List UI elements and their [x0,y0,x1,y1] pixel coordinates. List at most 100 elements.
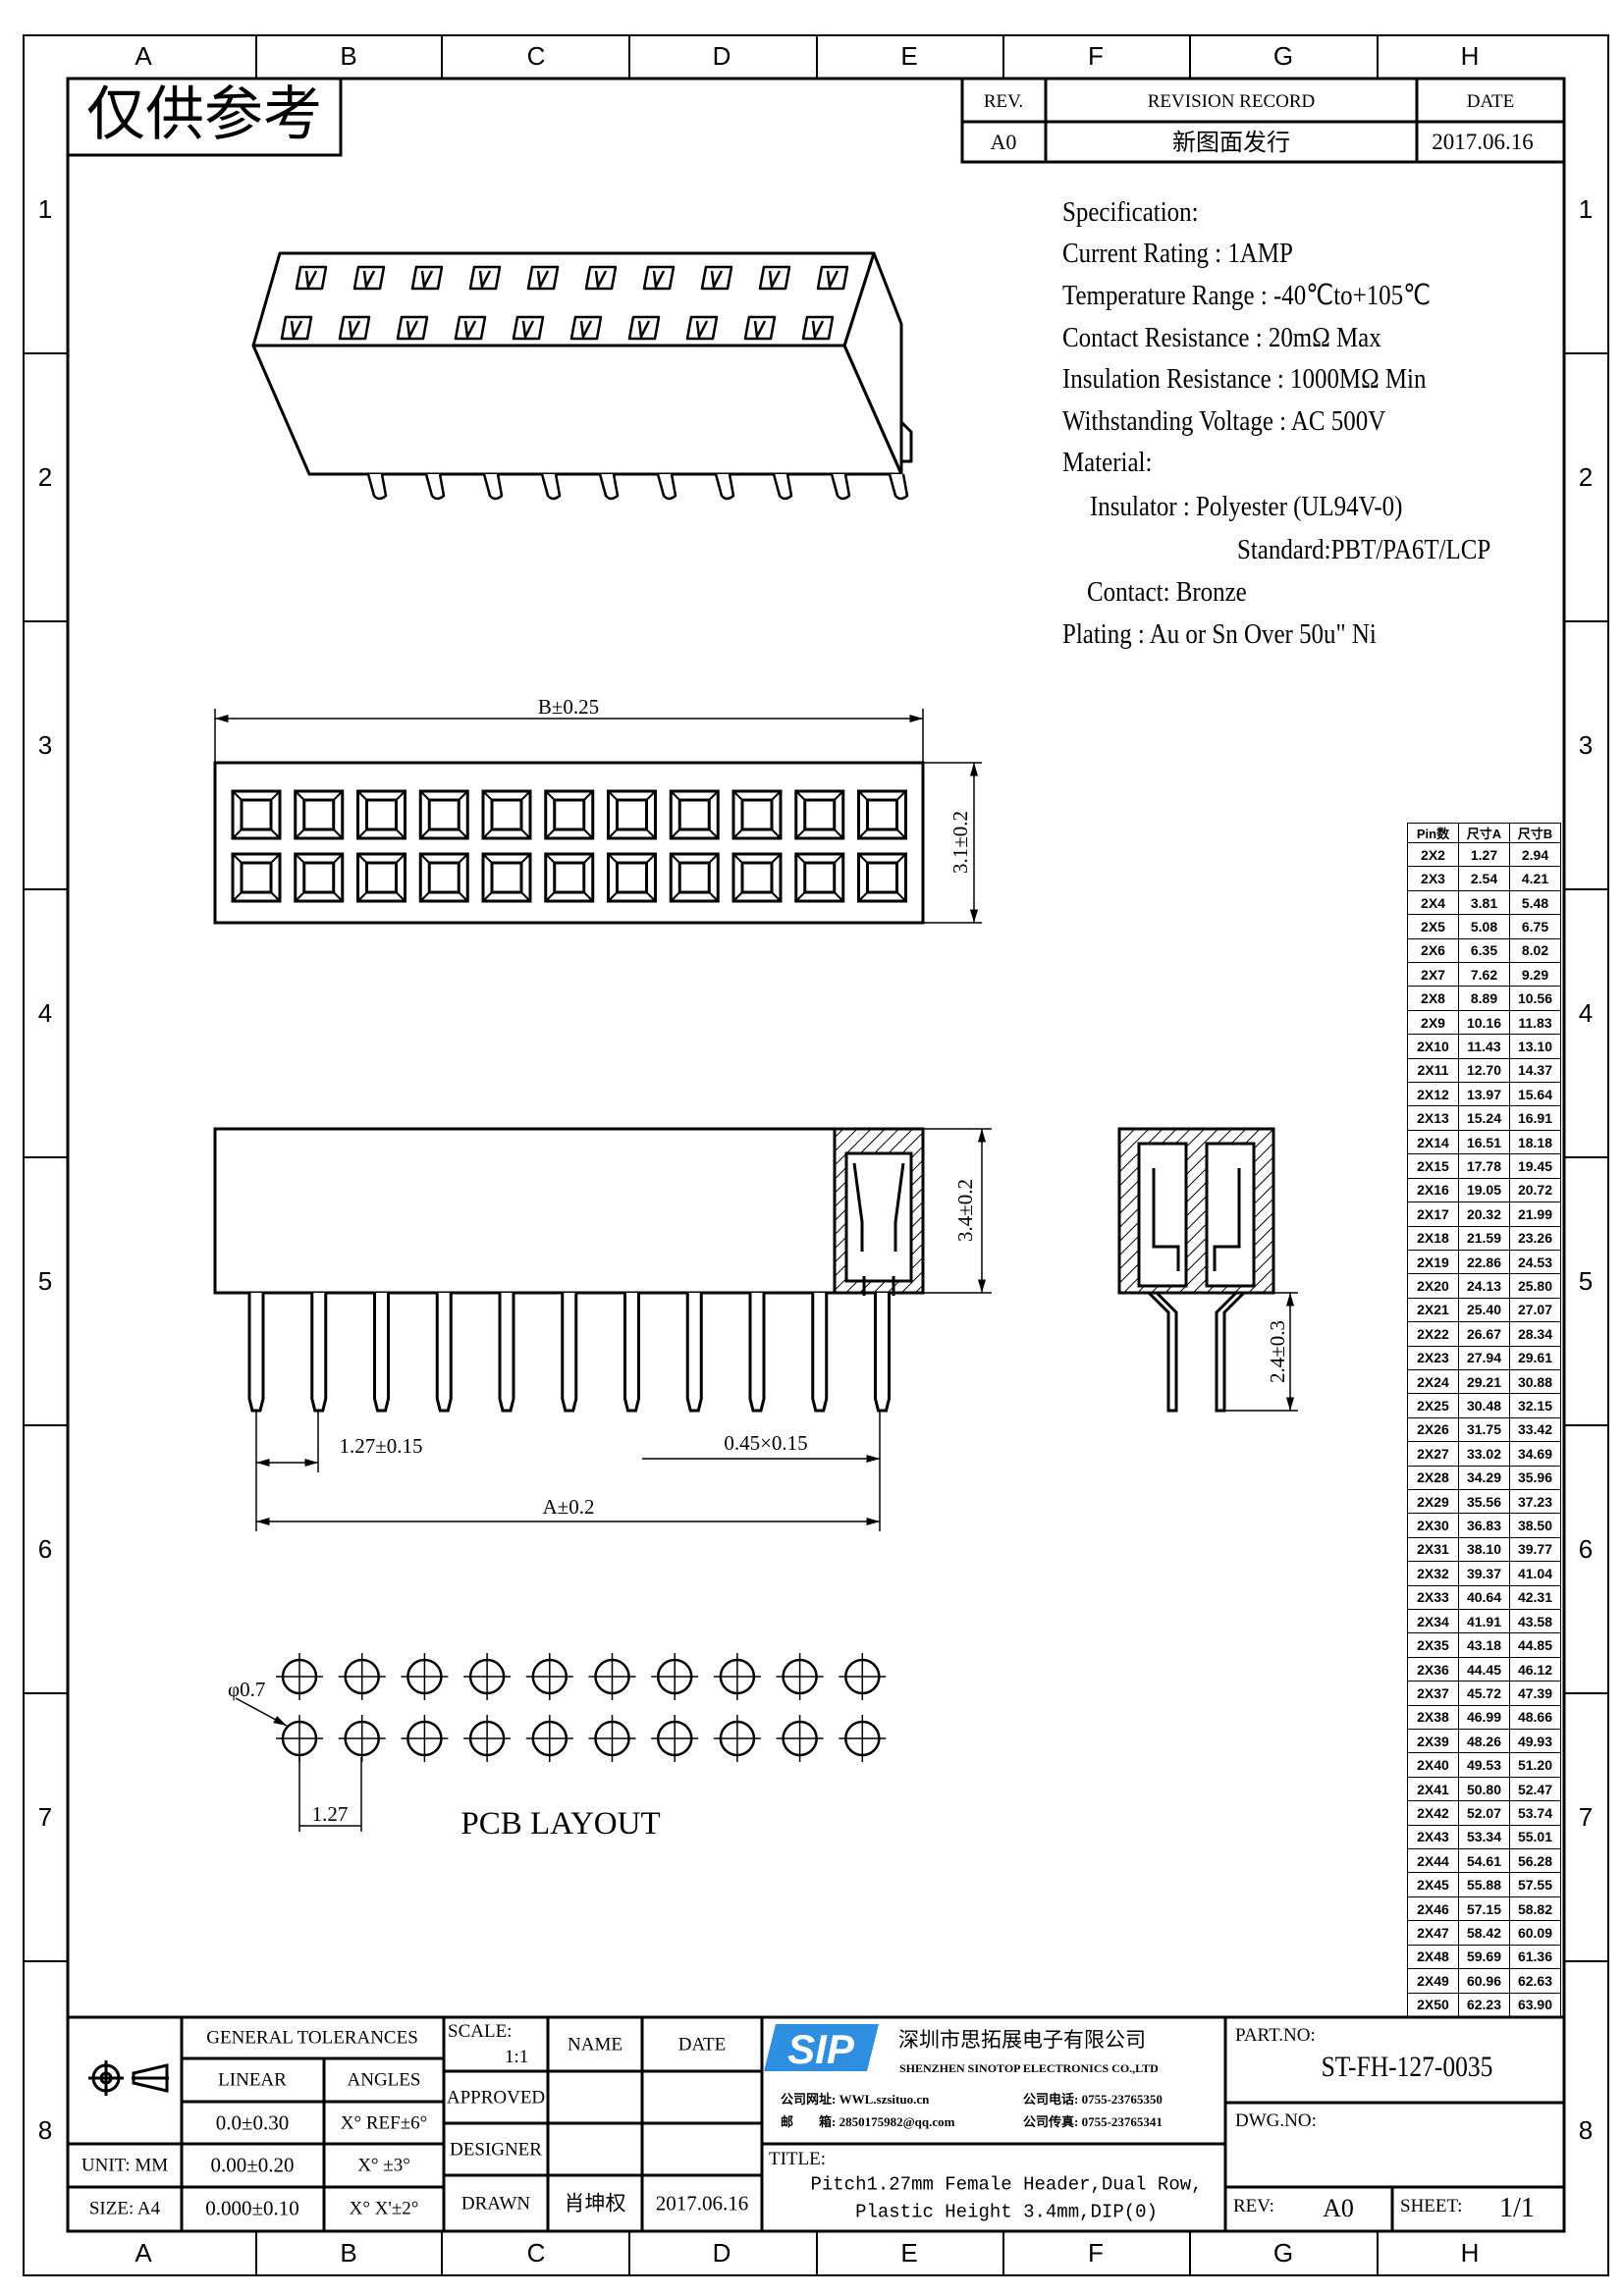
pin-table-cell-pins: 2X21 [1407,1297,1459,1323]
contact-cavity [731,852,783,903]
scale-value: 1:1 [505,2047,529,2067]
scale-label: SCALE: [448,2021,513,2042]
contact-cavity [356,789,406,840]
pin-table-cell-pins: 2X46 [1407,1896,1459,1922]
revision-rev: A0 [991,130,1017,154]
frame-column-label: E [900,2238,917,2268]
frame-column-label: C [527,41,546,71]
pin-table-cell-pins: 2X27 [1407,1441,1459,1467]
pin-table-cell-dim-b: 48.66 [1509,1704,1561,1731]
contact-cavity [669,852,720,903]
pin-table-cell-dim-a: 10.16 [1458,1009,1510,1036]
pcb-hole [713,1653,761,1700]
socket-hole [526,265,560,291]
pin-table-cell-dim-a: 5.08 [1458,914,1510,939]
projection-symbol-icon [88,2060,169,2096]
dwg-no-label: DWG.NO: [1235,2110,1317,2131]
linear-label: LINEAR [218,2069,287,2091]
pin-table-cell-dim-b: 27.07 [1509,1297,1561,1323]
pin-table-cell-dim-a: 45.72 [1458,1681,1510,1706]
approved-label: APPROVED [446,2087,546,2109]
pin-table-cell-dim-b: 39.77 [1509,1536,1561,1563]
general-tolerances-label: GENERAL TOLERANCES [206,2027,418,2049]
pin-table-cell-dim-a: 57.15 [1458,1896,1510,1922]
tolerance-linear-3: 0.000±0.10 [205,2196,299,2220]
pin-table-cell-pins: 2X8 [1407,986,1459,1011]
company-fax: 公司传真: 0755-23765341 [1023,2115,1163,2128]
pin-table-cell-dim-a: 19.05 [1458,1177,1510,1203]
revision-date: 2017.06.16 [1432,130,1534,154]
pin-table-cell-pins: 2X6 [1407,937,1459,964]
pin [598,473,620,501]
tolerance-angle-2: X° ±3° [357,2155,410,2176]
pin-table-cell-dim-b: 49.93 [1509,1729,1561,1754]
pin-table-cell-dim-b: 56.28 [1509,1848,1561,1874]
spec-contact: Contact: Bronze [1087,576,1247,608]
dimension-a-label: A±0.2 [543,1495,595,1519]
pin-table-cell-pins: 2X22 [1407,1321,1459,1347]
pin-table-cell-pins: 2X12 [1407,1082,1459,1107]
pin-table-cell-pins: 2X19 [1407,1249,1459,1275]
frame-column-label: G [1273,2238,1293,2268]
pin-table-cell-pins: 2X35 [1407,1632,1459,1658]
contact-cavity [607,789,657,840]
contact-cavity [231,852,282,903]
pin-table-cell-dim-b: 29.61 [1509,1345,1561,1370]
frame-row-label: 3 [1579,730,1593,760]
pcb-hole [651,1715,699,1762]
pin-table-cell-dim-b: 20.72 [1509,1177,1561,1203]
pin-table-cell-pins: 2X11 [1407,1057,1459,1084]
frame-row-label: 1 [1579,194,1593,224]
pin-table-cell-dim-a: 30.48 [1458,1393,1510,1418]
contact-cavity [294,852,345,903]
pin-table-cell-dim-b: 5.48 [1509,889,1561,916]
pin-table-cell-pins: 2X47 [1407,1920,1459,1946]
pin-table-cell-dim-a: 7.62 [1458,962,1510,988]
pin-table-cell-dim-b: 43.58 [1509,1608,1561,1634]
pin-table-cell-pins: 2X48 [1407,1944,1459,1970]
pin-table-cell-pins: 2X28 [1407,1465,1459,1490]
frame-column-label: B [340,2238,356,2268]
socket-hole [295,265,328,291]
pin-table-cell-pins: 2X3 [1407,866,1459,891]
pin-table-cell-dim-a: 1.27 [1458,841,1510,868]
frame-column-label: H [1461,2238,1480,2268]
pcb-layout [235,1653,887,1832]
tolerance-angle-1: X° REF±6° [340,2112,428,2134]
pin-table-cell-pins: 2X15 [1407,1153,1459,1179]
pin-table-cell-dim-b: 52.47 [1509,1776,1561,1802]
pin-table-cell-dim-b: 10.56 [1509,986,1561,1011]
pin-table-cell-pins: 2X40 [1407,1752,1459,1778]
contact-cavity [794,852,845,903]
pin-table-cell-dim-b: 16.91 [1509,1105,1561,1131]
pcb-hole [839,1715,887,1762]
pin [366,473,388,501]
pin-table-cell-pins: 2X17 [1407,1201,1459,1227]
title-block-grid [68,2015,1564,2231]
company-email: 邮 箱: 2850175982@qq.com [781,2115,955,2128]
reference-only-text: 仅供参考 [86,80,322,149]
contact-cavity [794,789,845,840]
pin [888,473,909,501]
pin-tail [623,1293,640,1413]
contact-cavity [669,789,720,840]
frame-row-label: 8 [38,2115,52,2145]
tolerance-angle-3: X° X'±2° [349,2198,419,2219]
frame-row-label: 3 [38,730,52,760]
pin-table-cell-pins: 2X45 [1407,1872,1459,1897]
contact-cavity [481,852,532,903]
pin-table-cell-dim-b: 46.12 [1509,1656,1561,1682]
pin-tail [310,1293,328,1413]
pin-table-cell-pins: 2X44 [1407,1848,1459,1874]
